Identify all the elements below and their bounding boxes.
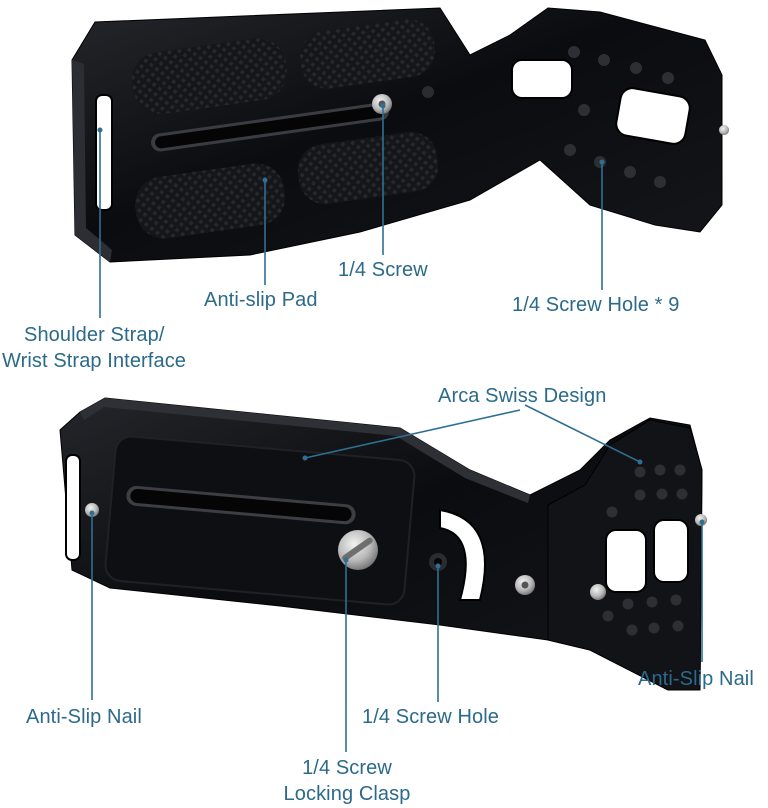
callout-locking-clasp: 1/4 Screw Locking Clasp xyxy=(262,755,432,807)
callout-shoulder-strap-line1: Shoulder Strap/ xyxy=(24,324,165,346)
callout-leader-lines xyxy=(91,106,703,752)
leader-arca-swiss-2 xyxy=(524,404,641,463)
callout-screw-hole-9: 1/4 Screw Hole * 9 xyxy=(512,294,680,316)
callout-locking-clasp-line1: 1/4 Screw xyxy=(302,757,392,779)
callout-anti-slip-nail-right: Anti-Slip Nail xyxy=(638,668,754,690)
callout-quarter-screw: 1/4 Screw xyxy=(338,259,428,281)
callout-anti-slip-nail-left: Anti-Slip Nail xyxy=(26,706,142,728)
callout-anti-slip-pad: Anti-slip Pad xyxy=(204,289,318,311)
callout-shoulder-strap: Shoulder Strap/ Wrist Strap Interface xyxy=(2,322,186,374)
anti-slip-nail-left xyxy=(85,503,99,517)
quarter-screw-holes xyxy=(564,46,674,188)
callout-arca-swiss: Arca Swiss Design xyxy=(438,385,607,407)
top-bracket-product xyxy=(71,7,729,263)
leader-arca-swiss-1 xyxy=(304,409,521,459)
bottom-bracket-product xyxy=(59,397,707,691)
anti-slip-pad xyxy=(132,38,287,114)
callout-shoulder-strap-line2: Wrist Strap Interface xyxy=(2,350,187,372)
callout-screw-hole: 1/4 Screw Hole xyxy=(362,706,500,728)
callout-locking-clasp-line2: Locking Clasp xyxy=(283,783,411,805)
